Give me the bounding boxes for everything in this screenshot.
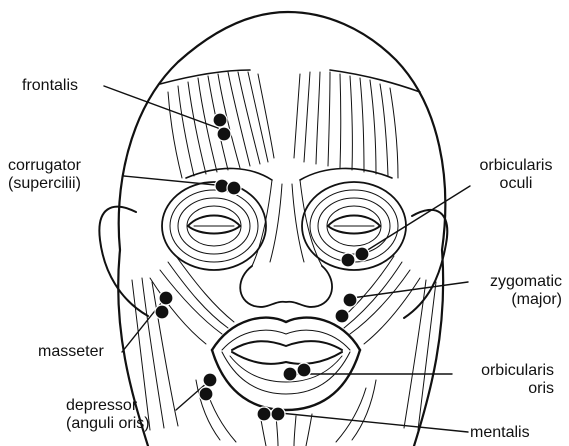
left-eye-muscle <box>162 182 266 270</box>
label-mentalis-line1: mentalis <box>470 424 530 442</box>
mouth-muscle <box>212 318 360 410</box>
label-masseter: masseter <box>38 343 104 361</box>
label-corrugator-line2: (supercilii) <box>8 175 81 193</box>
label-masseter-line1: masseter <box>38 343 104 361</box>
label-depressor: depressor (anguli oris) <box>66 397 150 433</box>
right-ear <box>404 210 447 318</box>
label-orbicularis-oculi-line2: oculi <box>470 175 562 193</box>
label-orbicularis-oris-line1: orbicularis <box>452 362 554 380</box>
label-depressor-line2: (anguli oris) <box>66 415 150 433</box>
zygomatic-electrodes <box>335 293 357 323</box>
nose <box>240 266 332 307</box>
label-zygomatic-line2: (major) <box>462 291 562 309</box>
label-mentalis: mentalis <box>470 424 530 442</box>
left-ear <box>99 207 148 316</box>
label-orbicularis-oculi: orbicularis oculi <box>470 157 562 193</box>
label-zygomatic-line1: zygomatic <box>462 273 562 291</box>
corrugator-electrodes <box>215 179 241 195</box>
label-zygomatic: zygomatic (major) <box>462 273 562 309</box>
masseter-electrodes <box>155 291 173 319</box>
label-orbicularis-oris: orbicularis oris <box>452 362 554 398</box>
label-corrugator: corrugator (supercilii) <box>8 157 81 193</box>
orbicularis-oris-electrodes <box>283 363 311 381</box>
label-frontalis: frontalis <box>22 77 78 95</box>
frontalis-right-fibers <box>294 72 398 178</box>
orbicularis-oculi-electrodes <box>341 247 369 267</box>
label-corrugator-line1: corrugator <box>8 157 81 175</box>
label-depressor-line1: depressor <box>66 397 150 415</box>
label-orbicularis-oculi-line1: orbicularis <box>470 157 562 175</box>
head-outline <box>118 12 445 446</box>
label-frontalis-line1: frontalis <box>22 77 78 95</box>
label-orbicularis-oris-line2: oris <box>452 380 554 398</box>
